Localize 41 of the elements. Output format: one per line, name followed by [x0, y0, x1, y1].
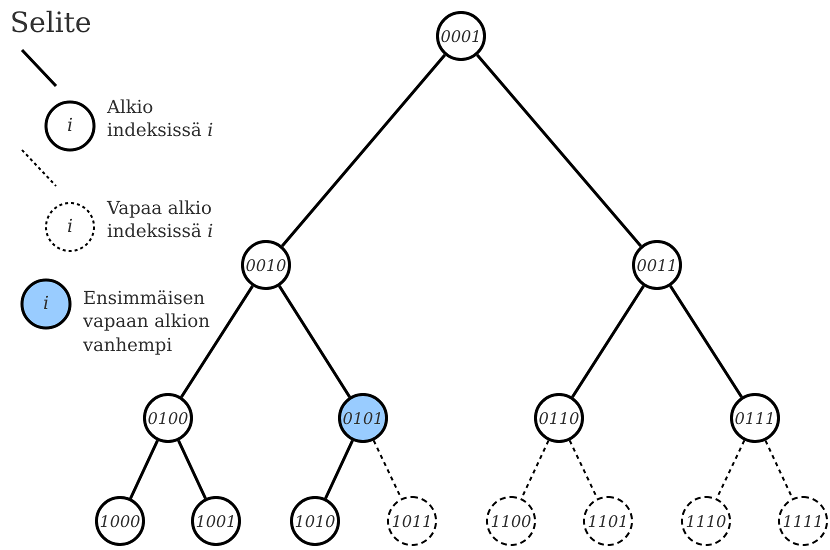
index-label: 1111: [782, 512, 824, 530]
legend-index: i: [66, 215, 74, 239]
index-label: 0111: [734, 408, 776, 428]
legend-index: i: [42, 292, 50, 316]
index-label: 0001: [440, 26, 482, 46]
element-circle: [730, 393, 780, 443]
tree-edge: [281, 54, 446, 247]
element-circle: [191, 496, 241, 546]
index-label: 0101: [342, 408, 384, 428]
element-circle: [241, 240, 291, 290]
tree-edge: [278, 285, 351, 398]
index-label: 1000: [100, 512, 140, 530]
index-label: 0100: [148, 408, 188, 428]
index-label: 1100: [490, 512, 532, 530]
tree-edge: [669, 285, 743, 398]
index-label: 1010: [294, 512, 336, 530]
index-label: 0110: [538, 408, 580, 428]
legend-text: Ensimmäisen vapaan alkion vanhempi: [83, 287, 211, 358]
element-circle: [95, 496, 145, 546]
legend-text: Alkio indeksissä i: [107, 96, 214, 143]
tree-edge: [324, 440, 354, 499]
legend-text: Vapaa alkio indeksissä i: [107, 197, 214, 244]
element-circle: [632, 240, 682, 290]
index-label: 1110: [686, 512, 726, 530]
element-circle: [143, 393, 193, 443]
element-circle: [534, 393, 584, 443]
legend-title: Selite: [10, 6, 92, 40]
legend-index: i: [66, 114, 74, 138]
tree-edge: [180, 285, 254, 398]
element-circle: [436, 11, 486, 61]
index-label: 1011: [392, 512, 432, 530]
tree-edge: [177, 440, 207, 499]
highlighted-element-circle: [338, 393, 388, 443]
index-label: 1101: [588, 512, 628, 530]
index-label: 0011: [636, 256, 678, 274]
tree-edge: [129, 440, 159, 499]
index-label: 0010: [246, 256, 286, 274]
tree-edge: [571, 285, 645, 398]
element-circle: [290, 496, 340, 546]
index-label: 1001: [196, 512, 236, 530]
tree-edge: [476, 54, 642, 247]
